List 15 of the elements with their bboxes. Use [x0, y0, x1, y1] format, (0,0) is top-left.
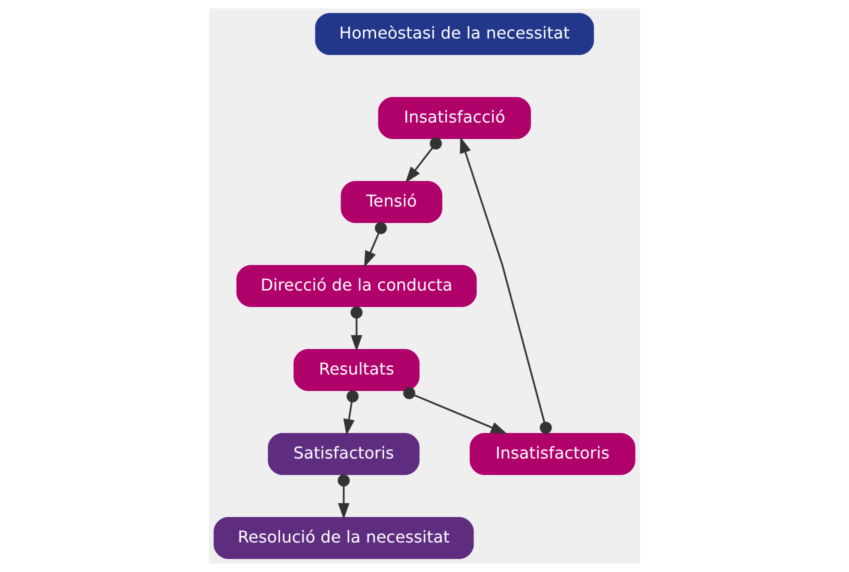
arrow — [460, 136, 552, 434]
node-box: Satisfactoris — [268, 432, 420, 475]
node-box: Resultats — [294, 349, 420, 391]
arrow — [364, 222, 387, 268]
arrow — [403, 387, 508, 434]
arrow — [405, 137, 442, 183]
node-box: Homeòstasi de la necessitat — [315, 13, 594, 56]
arrow — [343, 390, 359, 436]
node-box: Insatisfacció — [378, 97, 531, 140]
arrow — [338, 474, 350, 520]
node-box: Insatisfactoris — [470, 432, 636, 475]
node-box: Resolució de la necessitat — [214, 516, 474, 559]
node-box: Tensió — [340, 181, 442, 223]
node-box: Direcció de la conducta — [236, 265, 477, 307]
arrow — [350, 306, 363, 352]
